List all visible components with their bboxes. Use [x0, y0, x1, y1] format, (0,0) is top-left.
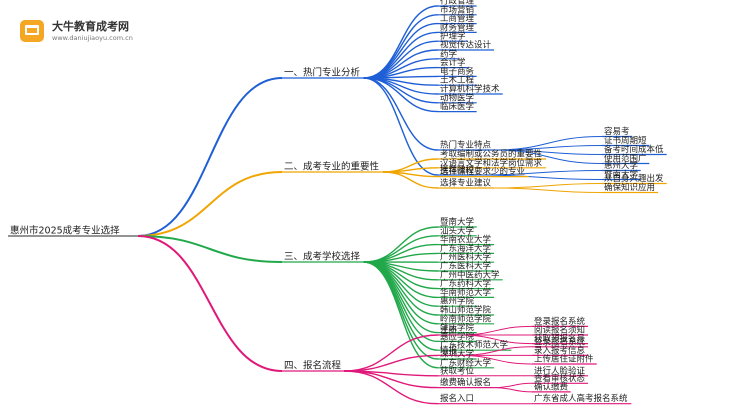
section-2-link-4 [382, 171, 439, 189]
section-4-item-4-link-1 [494, 382, 533, 389]
section-3-link-10 [363, 261, 439, 307]
section-1-item-6[interactable]: 视觉传达设计 [440, 40, 492, 51]
section-3-item-14[interactable]: 嘉应学院 [440, 331, 475, 342]
section-3-item-1[interactable]: 暨南大学 [440, 217, 475, 228]
section-3-item-7[interactable]: 广州中医药大学 [440, 269, 500, 280]
section-3-item-15[interactable]: 广东技术师范大学 [440, 340, 509, 351]
root-to-section-4-link [137, 235, 283, 372]
section-1-item-8[interactable]: 会计学 [440, 57, 466, 68]
section-3-item-5[interactable]: 广州医科大学 [440, 252, 492, 263]
section-3-link-17 [363, 261, 439, 369]
section-3-item-9[interactable]: 华南师范大学 [440, 287, 492, 298]
section-1-item-15-link-2 [476, 174, 603, 180]
section-1-item-15-sub-2[interactable]: 暨南大学 [604, 169, 639, 180]
book-badge-icon [20, 20, 44, 42]
section-1-item-9[interactable]: 电子商务 [440, 66, 475, 77]
section-4-item-2-sub-2[interactable]: 录入报考信息 [534, 345, 586, 356]
section-1-item-7[interactable]: 药学 [440, 48, 458, 59]
section-1-link-13 [363, 77, 439, 113]
section-4-item-4-sub-1[interactable]: 查看审核状态 [534, 373, 586, 384]
section-4-item-5-sub-1[interactable]: 广东省成人高考报名系统 [534, 393, 628, 404]
logo-url: www.daniujiaoyu.com.cn [52, 34, 133, 42]
section-1-item-14-sub-3[interactable]: 备考时间成本低 [604, 144, 664, 155]
section-2-item-4[interactable]: 选择专业建议 [440, 178, 492, 189]
section-4-item-2-sub-3[interactable]: 上传居住证附件 [534, 354, 594, 365]
section-4-item-1-sub-2[interactable]: 阅读报名须知 [534, 325, 585, 336]
section-3-item-10[interactable]: 惠州学院 [440, 296, 475, 307]
node-labels: 惠州市2025成考专业选择 一、热门专业分析 行政管理市场营销工商管理财务管理护理学… [10, 0, 664, 404]
section-1-item-15[interactable]: 推荐院校 [440, 165, 475, 176]
section-1-item-14-sub-2[interactable]: 证书周期短 [604, 135, 647, 146]
section-4-node[interactable]: 四、报名流程 [284, 360, 342, 372]
section-3-item-4[interactable]: 广东海洋大学 [440, 243, 492, 254]
section-4-link-5 [344, 370, 439, 405]
section-1-item-1[interactable]: 行政管理 [440, 0, 475, 7]
section-1-item-4[interactable]: 财务管理 [440, 22, 475, 33]
section-3-link-1 [363, 226, 439, 263]
section-3-node[interactable]: 三、成考学校选择 [284, 251, 361, 263]
root-to-section-2-link [137, 171, 283, 237]
branch-links [8, 5, 667, 405]
section-1-node[interactable]: 一、热门专业分析 [284, 67, 361, 79]
section-3-item-13[interactable]: 肇庆学院 [440, 322, 475, 333]
section-2-item-2[interactable]: 汉语言文学和法学岗位需求 [440, 157, 543, 168]
section-1-link-15 [363, 77, 439, 176]
section-1-link-14 [363, 77, 439, 151]
section-4-item-2-sub-1[interactable]: 登录报名系统 [534, 336, 586, 347]
root-to-section-3-link [137, 235, 283, 263]
section-2-item-4-link-2 [494, 187, 603, 193]
section-1-item-15-sub-1[interactable]: 惠州大学 [604, 160, 639, 171]
section-4-item-1-sub-3[interactable]: 获取预报名号 [534, 333, 585, 344]
section-3-item-6[interactable]: 广东医科大学 [440, 261, 492, 272]
section-3-link-16 [363, 261, 439, 360]
section-3-item-2[interactable]: 汕头大学 [440, 225, 475, 236]
section-2-item-4-link-1 [494, 183, 603, 189]
section-2-link-2 [382, 167, 439, 173]
section-2-item-4-sub-1[interactable]: 从自身兴趣出发 [604, 173, 664, 184]
section-3-item-17[interactable]: 广东财经大学 [440, 357, 492, 368]
section-3-item-3[interactable]: 华南农业大学 [440, 234, 492, 245]
section-3-item-8[interactable]: 广东药科大学 [440, 278, 492, 289]
section-3-item-11[interactable]: 韩山师范学院 [440, 305, 492, 316]
section-2-node[interactable]: 二、成考专业的重要性 [284, 161, 380, 173]
section-4-item-2[interactable]: 填报 [440, 345, 458, 356]
section-4-item-4-link-2 [494, 387, 533, 393]
section-2-item-3[interactable]: 选择课程要求少的专业 [440, 166, 525, 177]
section-1-item-14-link-4 [494, 149, 603, 164]
section-4-item-5[interactable]: 报名入口 [440, 393, 474, 404]
root-node[interactable]: 惠州市2025成考专业选择 [10, 225, 120, 237]
section-4-item-4[interactable]: 缴费确认报名 [440, 377, 491, 388]
section-4-item-3-sub-1[interactable]: 进行人脸验证 [534, 365, 586, 376]
section-4-item-3[interactable]: 获取考位 [440, 365, 475, 376]
logo-title: 大牛教育成考网 [52, 20, 129, 33]
section-3-item-16[interactable]: 深圳大学 [440, 349, 475, 360]
section-4-item-2-link-3 [459, 354, 533, 365]
section-4-link-2 [344, 354, 439, 372]
section-4-item-1-link-3 [459, 334, 533, 345]
section-1-item-11[interactable]: 计算机科学技术 [440, 84, 500, 95]
section-1-item-3[interactable]: 工商管理 [440, 13, 475, 24]
section-1-item-14-sub-1[interactable]: 容易考 [604, 126, 630, 137]
section-1-item-5[interactable]: 护理学 [440, 31, 466, 42]
section-1-item-12[interactable]: 动物医学 [440, 92, 475, 103]
root-to-section-1-link [137, 77, 283, 237]
section-2-item-4-sub-2[interactable]: 确保知识应用 [604, 182, 655, 193]
section-3-item-12[interactable]: 岭南师范学院 [440, 313, 492, 324]
section-1-link-4 [363, 31, 439, 79]
site-logo[interactable]: 大牛教育成考网 www.daniujiaoyu.com.cn [14, 14, 133, 48]
section-4-item-1[interactable]: 注册 [440, 325, 458, 336]
section-1-item-14[interactable]: 热门专业特点 [440, 140, 492, 151]
section-4-link-1 [344, 334, 439, 372]
section-1-item-13[interactable]: 临床医学 [440, 101, 475, 112]
section-1-item-14-sub-4[interactable]: 使用范围广 [604, 153, 647, 164]
section-2-item-1[interactable]: 考取编制或公务员的重要性 [440, 149, 543, 160]
section-1-item-10[interactable]: 土木工程 [440, 75, 475, 86]
section-4-item-4-sub-2[interactable]: 确认缴费 [534, 381, 569, 392]
section-1-item-2[interactable]: 市场营销 [440, 4, 475, 15]
section-4-item-1-sub-1[interactable]: 登录报名系统 [534, 316, 586, 327]
